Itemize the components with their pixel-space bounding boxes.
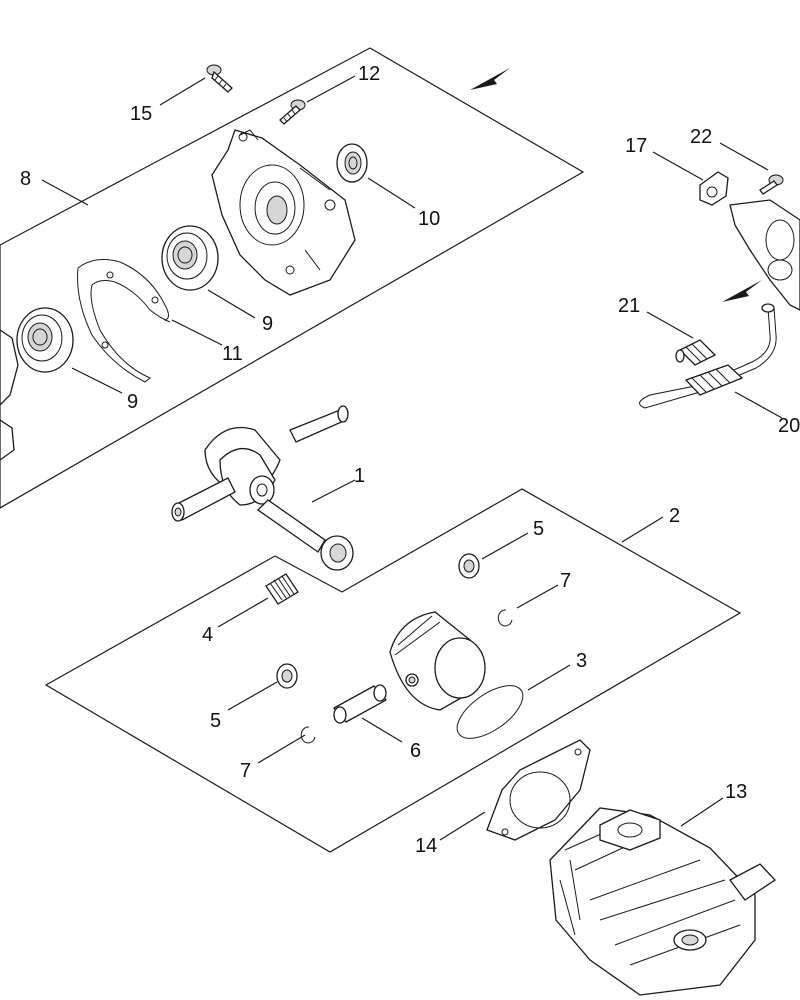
part-21-fitting: [675, 339, 717, 366]
callout-4: 4: [202, 624, 213, 646]
part-3-piston: [389, 611, 486, 711]
part-15-screw: [206, 64, 233, 93]
part-oil-pump-partial: [729, 199, 800, 311]
callout-15: 15: [130, 103, 152, 125]
part-8-crankcase: [211, 129, 356, 296]
part-9-bearing-upper: [161, 225, 219, 291]
callout-12: 12: [358, 63, 380, 85]
part-5-washer-upper: [458, 553, 480, 579]
callout-13: 13: [725, 781, 747, 803]
part-12-screw: [279, 99, 306, 125]
part-20-oil-hose: [639, 303, 777, 409]
callout-5-upper: 5: [533, 518, 544, 540]
part-3-piston-ring: [456, 685, 524, 739]
part-7-circlip-upper: [497, 609, 513, 627]
callout-3: 3: [576, 650, 587, 672]
crankcase-group-box: [0, 47, 585, 509]
part-11-gasket: [77, 259, 171, 383]
callout-10: 10: [418, 208, 440, 230]
part-7-circlip-lower: [300, 726, 316, 744]
callout-2: 2: [669, 505, 680, 527]
callout-9-upper: 9: [262, 313, 273, 335]
callout-21: 21: [618, 295, 640, 317]
leader-lines: [41, 75, 783, 841]
callout-17: 17: [625, 135, 647, 157]
callout-labels: 15 12 8 10 9 11 9 1 2 5 7 4 3 5 6 7 14 1…: [20, 63, 800, 857]
part-17-clamp: [699, 171, 729, 206]
callout-5-lower: 5: [210, 710, 221, 732]
part-5-washer-lower: [276, 663, 298, 689]
callout-6: 6: [410, 740, 421, 762]
callout-7-upper: 7: [560, 570, 571, 592]
part-13-cylinder: [549, 807, 776, 996]
callout-11: 11: [222, 343, 243, 365]
piston-group-box: [44, 488, 742, 853]
direction-arrow-upper: [470, 68, 510, 90]
callout-8: 8: [20, 168, 31, 190]
callout-20: 20: [778, 415, 800, 437]
part-9-bearing-lower: [16, 307, 74, 373]
part-crankcase-left-partial: [0, 329, 19, 461]
callout-1: 1: [354, 465, 365, 487]
part-4-needle-bearing: [265, 573, 299, 605]
callout-9-lower: 9: [127, 391, 138, 413]
part-1-crankshaft: [171, 405, 354, 571]
part-6-piston-pin: [332, 684, 388, 724]
callout-22: 22: [690, 126, 712, 148]
direction-arrow-right: [722, 280, 762, 302]
callout-7-lower: 7: [240, 760, 251, 782]
part-22-screw: [759, 174, 784, 195]
part-14-cylinder-gasket: [486, 739, 591, 841]
callout-14: 14: [415, 835, 437, 857]
part-10-oil-seal: [336, 143, 368, 183]
